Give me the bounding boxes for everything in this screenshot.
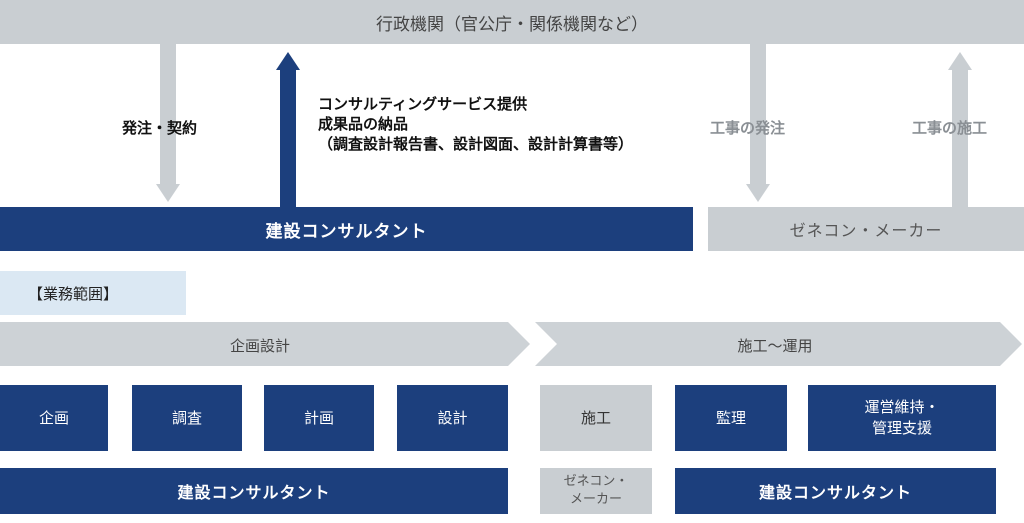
bottom-consultant-right-label: 建設コンサルタント [758, 483, 912, 502]
construction-arrow [948, 52, 972, 207]
government-agency-bar: 行政機関（官公庁・関係機関など） [0, 0, 1024, 44]
order-contract-label: 発注・契約 [122, 119, 198, 137]
service-line-1: コンサルティングサービス提供 [318, 95, 528, 113]
task-plan-label: 計画 [303, 408, 334, 427]
task-construction: 施工 [540, 385, 652, 451]
task-planning-label: 企画 [38, 408, 69, 427]
service-delivery-arrow [276, 52, 300, 207]
task-design: 設計 [397, 385, 508, 451]
bottom-consultant-bar-left: 建設コンサルタント [0, 468, 508, 514]
consultant-bar-label: 建設コンサルタント [265, 221, 428, 242]
work-order-label: 工事の発注 [710, 119, 786, 137]
task-operation-maintenance: 運営維持・ 管理支援 [808, 385, 996, 451]
task-construction-label: 施工 [580, 408, 611, 427]
operation-phase-label: 施工〜運用 [737, 337, 813, 355]
consultant-bar: 建設コンサルタント [0, 207, 693, 251]
service-line-2: 成果品の納品 [318, 115, 409, 133]
bottom-general-contractor-label: ゼネコン・ メーカー [563, 474, 629, 507]
task-planning: 企画 [0, 385, 108, 451]
operation-phase-chevron [535, 322, 1022, 366]
task-supervision: 監理 [675, 385, 787, 451]
service-delivery-label: コンサルティングサービス提供 成果品の納品 （調査設計報告書、設計図面、設計計算… [318, 94, 633, 154]
task-survey-label: 調査 [171, 408, 202, 427]
planning-phase-label: 企画設計 [229, 337, 290, 355]
order-contract-arrow [156, 44, 180, 202]
planning-phase-chevron [0, 322, 530, 366]
bottom-general-contractor-bar: ゼネコン・ メーカー [540, 468, 652, 514]
task-supervision-label: 監理 [715, 408, 746, 427]
general-contractor-bar: ゼネコン・メーカー [708, 207, 1024, 251]
government-agency-label: 行政機関（官公庁・関係機関など） [376, 14, 648, 35]
bottom-consultant-bar-right: 建設コンサルタント [675, 468, 996, 514]
task-design-label: 設計 [437, 408, 468, 427]
service-line-3: （調査設計報告書、設計図面、設計計算書等） [318, 135, 634, 153]
bottom-consultant-left-label: 建設コンサルタント [177, 483, 331, 502]
general-contractor-bar-label: ゼネコン・メーカー [789, 221, 943, 240]
task-plan: 計画 [264, 385, 374, 451]
construction-label: 工事の施工 [912, 119, 988, 137]
work-order-arrow [746, 44, 770, 202]
business-scope-text: 【業務範囲】 [28, 284, 119, 303]
business-scope-label: 【業務範囲】 [0, 271, 186, 315]
task-operation-maintenance-label: 運営維持・ 管理支援 [864, 398, 940, 437]
task-survey: 調査 [132, 385, 242, 451]
